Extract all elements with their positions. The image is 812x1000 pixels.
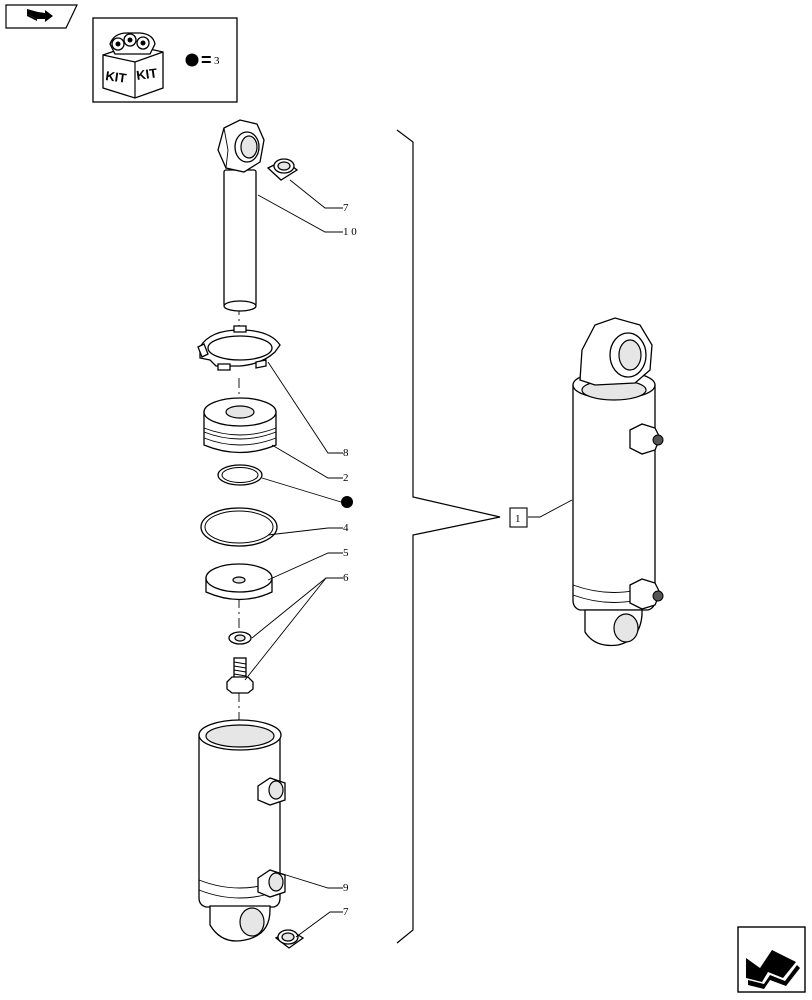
kit-legend-box: KIT KIT = 3 xyxy=(92,17,238,103)
bushing-part-top xyxy=(266,158,299,181)
callout-2: 2 xyxy=(343,472,349,484)
assembly-bracket xyxy=(396,129,501,944)
next-page-arrow-icon[interactable] xyxy=(5,4,78,29)
kit-label-left: KIT xyxy=(105,68,128,86)
assembly-callout-box: 1 xyxy=(509,507,528,528)
leader-lines xyxy=(244,179,573,938)
callout-6: 6 xyxy=(343,572,349,584)
callout-9: 9 xyxy=(343,882,349,894)
small-washer-part xyxy=(228,631,252,645)
callout-5: 5 xyxy=(343,547,349,559)
assembled-cylinder xyxy=(572,317,664,647)
lock-ring-part xyxy=(197,325,281,371)
callout-4: 4 xyxy=(343,522,349,534)
o-ring-small-part xyxy=(217,464,263,486)
piston-rod-part xyxy=(217,119,265,312)
kit-label-right: KIT xyxy=(135,65,158,83)
piston-part xyxy=(203,397,277,454)
kit-box-icon: KIT KIT xyxy=(102,32,164,99)
cylinder-barrel-part xyxy=(198,719,286,942)
callout-10: 1 0 xyxy=(343,226,357,238)
callout-8: 8 xyxy=(343,447,349,459)
kit-equals-sign: = xyxy=(201,50,212,70)
kit-number: 3 xyxy=(214,55,220,67)
o-ring-large-part xyxy=(200,507,278,547)
kit-dot-marker xyxy=(185,53,199,67)
previous-page-arrow-icon[interactable] xyxy=(737,926,806,993)
callout-7-bottom: 7 xyxy=(343,906,349,918)
bushing-part-bottom xyxy=(274,929,305,949)
bolt-part xyxy=(226,657,254,694)
washer-disc-part xyxy=(205,563,273,601)
kit-marker-dot xyxy=(341,496,353,508)
callout-1: 1 xyxy=(515,513,521,525)
callout-7-top: 7 xyxy=(343,202,349,214)
